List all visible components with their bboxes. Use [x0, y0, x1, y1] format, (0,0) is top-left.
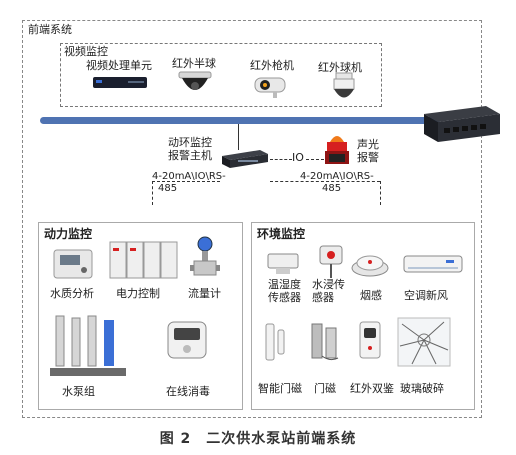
power-item-label: 水质分析: [50, 287, 94, 300]
env-item-label: 玻璃破碎: [400, 382, 444, 395]
smart-door-sensor-icon: [264, 322, 288, 362]
power-item-label: 水泵组: [62, 385, 95, 398]
network-bus: [40, 117, 440, 124]
network-switch-icon: [420, 104, 502, 146]
dome-camera-icon: [177, 68, 213, 100]
io-link-right: [306, 159, 324, 160]
sound-light-alarm-icon: [322, 128, 352, 168]
power-title: 动力监控: [44, 227, 93, 241]
env-title: 环境监控: [257, 227, 306, 241]
power-item-label: 电力控制: [116, 287, 160, 300]
power-item-label: 流量计: [188, 287, 221, 300]
online-disinfection-icon: [166, 320, 208, 360]
smoke-detector-icon: [350, 248, 390, 278]
signal-link-right-drop: [380, 181, 381, 205]
signal-link-left: [152, 181, 220, 182]
alarm-host-link: [238, 124, 239, 150]
frontend-title: 前端系统: [28, 23, 72, 36]
env-item-label: 智能门磁: [258, 382, 302, 395]
io-link-left: [270, 159, 292, 160]
pump-group-icon: [48, 310, 128, 382]
env-frame: [251, 222, 475, 410]
glass-break-icon: [396, 316, 452, 368]
signal-link-left-drop: [152, 181, 153, 205]
air-conditioner-icon: [402, 252, 464, 276]
video-device-label: 红外枪机: [250, 59, 294, 72]
flow-meter-icon: [188, 236, 222, 284]
env-item-label: 烟感: [360, 289, 382, 302]
alarm-host-icon: [220, 148, 270, 170]
door-contact-icon: [308, 322, 340, 362]
video-processing-unit-icon: [92, 74, 148, 90]
dual-tech-pir-icon: [358, 320, 382, 360]
signal-label-right: 4-20mA\IO\RS- 485: [300, 171, 374, 194]
temperature-humidity-sensor-icon: [266, 250, 300, 276]
water-leak-sensor-icon: [316, 244, 346, 280]
io-label: IO: [292, 151, 304, 164]
water-quality-analyzer-icon: [52, 246, 94, 280]
video-device-label: 红外球机: [318, 61, 362, 74]
signal-link-right: [270, 181, 380, 182]
bullet-camera-icon: [253, 72, 287, 100]
power-item-label: 在线消毒: [166, 385, 210, 398]
frontend-frame: [22, 20, 482, 418]
env-item-label: 门磁: [314, 382, 336, 395]
env-item-label: 温湿度 传感器: [268, 278, 301, 304]
sound-light-alarm-label: 声光 报警: [357, 138, 379, 164]
env-item-label: 红外双鉴: [350, 382, 394, 395]
video-device-label: 视频处理单元: [86, 59, 152, 72]
figure-caption: 图 2 二次供水泵站前端系统: [159, 431, 357, 447]
alarm-host-label: 动环监控 报警主机: [168, 136, 212, 162]
video-title: 视频监控: [64, 45, 108, 58]
video-device-label: 红外半球: [172, 57, 216, 70]
env-item-label: 水浸传 感器: [312, 278, 345, 304]
power-control-cabinet-icon: [108, 240, 178, 280]
power-frame: [38, 222, 243, 410]
speed-dome-camera-icon: [330, 72, 358, 104]
env-item-label: 空调新风: [404, 289, 448, 302]
video-frame: [60, 43, 382, 107]
signal-label-left: 4-20mA\IO\RS- 485: [152, 171, 226, 194]
